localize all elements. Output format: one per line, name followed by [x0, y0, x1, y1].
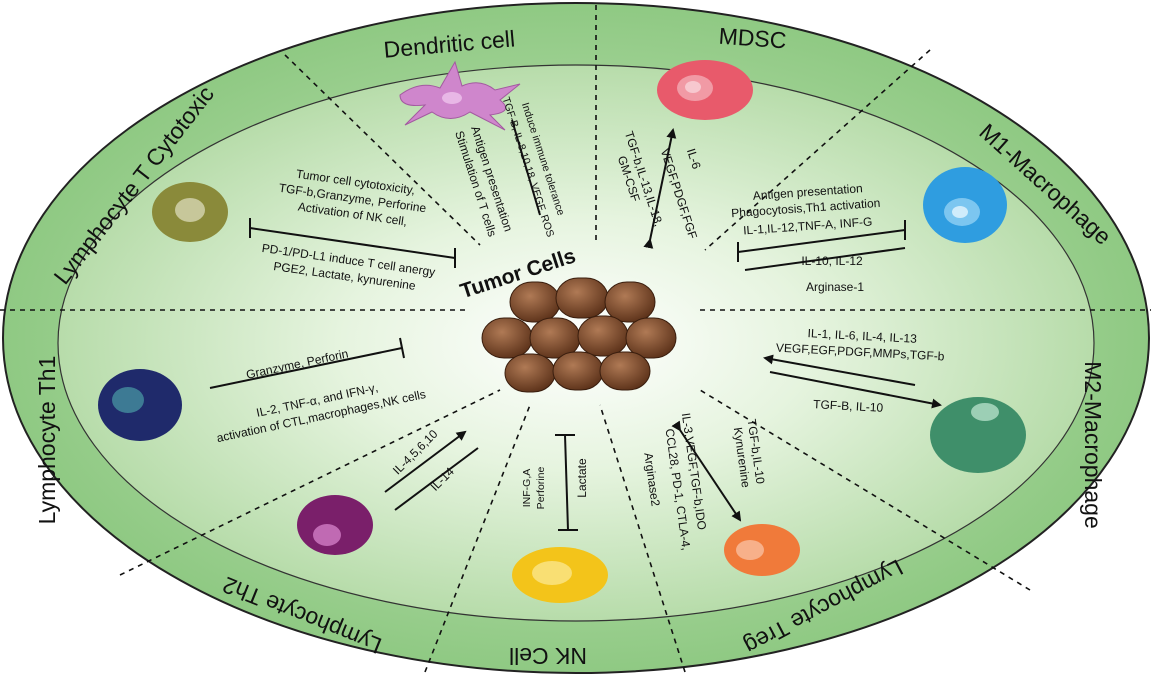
mdsc-cell-icon: [657, 60, 753, 120]
tumor-cells-cluster: [481, 277, 677, 393]
mdsc-label-4: IL-6: [684, 147, 704, 171]
segment-title-m2: M2-Macrophage: [1080, 361, 1106, 528]
dc-inhibit-line: [511, 119, 541, 216]
th1-inhibit-line: [209, 347, 403, 389]
m2-arrow-in: [763, 354, 916, 386]
segment-dividers: [0, 5, 1151, 673]
nk-cell-icon: [512, 547, 608, 603]
segment-title-th1: Lymphocyte Th1: [34, 356, 60, 525]
m1-label-4: IL-10, IL-12: [801, 254, 863, 268]
mdsc-arrow: [643, 128, 677, 249]
dendritic-cell-icon: [399, 60, 521, 131]
m1-macrophage-cell-icon: [923, 167, 1007, 243]
m2-macrophage-cell-icon: [930, 397, 1026, 473]
nk-label-3: Lactate: [575, 458, 589, 498]
nk-label-1: INF-G,A: [521, 469, 533, 508]
m1-inhibit-line: [737, 229, 906, 253]
nk-inhibit-line: [564, 434, 569, 531]
nk-label-2: Perforine: [535, 467, 547, 510]
segment-title-nk: NK Cell: [509, 643, 587, 669]
th2-inhibit-line: [394, 447, 479, 511]
m1-label-5: Arginase-1: [806, 280, 864, 294]
segment-title-mdsc: MDSC: [718, 23, 787, 54]
m2-label-3: TGF-B, IL-10: [813, 397, 884, 415]
ctl-inhibit-line: [249, 227, 456, 259]
th1-cell-icon: [98, 369, 182, 441]
m2-arrow-out: [769, 371, 942, 409]
th2-cell-icon: [297, 495, 373, 555]
th2-arrow: [384, 430, 467, 493]
treg-arrow: [671, 420, 742, 522]
treg-cell-icon: [724, 524, 800, 576]
m2-label-1: IL-1, IL-6, IL-4, IL-13: [807, 326, 917, 346]
ctl-cell-icon: [152, 182, 228, 242]
m1-line-2: [744, 247, 906, 271]
th1-inhibit-bar: [399, 337, 405, 359]
